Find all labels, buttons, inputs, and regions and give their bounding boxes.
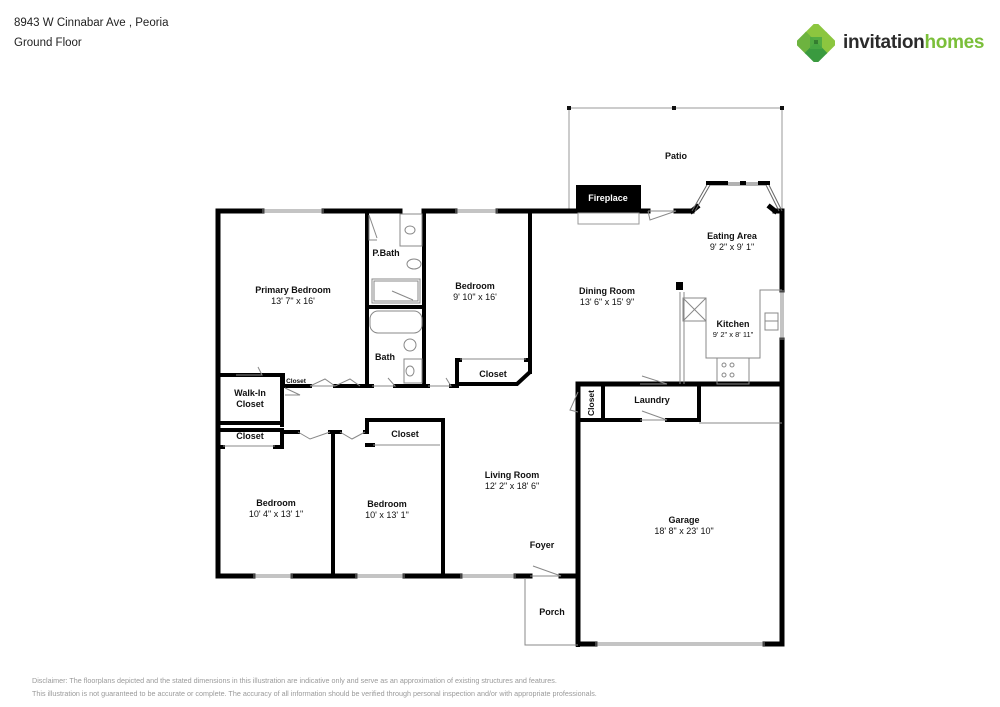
clover-house-logo-icon xyxy=(797,24,835,62)
bath-label: Bath xyxy=(375,352,395,362)
disclaimer: Disclaimer: The floorplans depicted and … xyxy=(32,674,597,700)
porch-label: Porch xyxy=(539,607,565,617)
primary-bedroom-dims: 13' 7" x 16' xyxy=(271,296,315,306)
interior-walls xyxy=(216,209,701,647)
fireplace-block xyxy=(576,185,641,213)
living-room-label: Living Room xyxy=(485,470,540,480)
bedroom-top-dims: 9' 10" x 16' xyxy=(453,292,497,302)
bedroom-top-label: Bedroom xyxy=(455,281,495,291)
disclaimer-line-1: Disclaimer: The floorplans depicted and … xyxy=(32,676,557,685)
foyer-label: Foyer xyxy=(530,540,555,550)
bedroom-left-label: Bedroom xyxy=(256,498,296,508)
property-header: 8943 W Cinnabar Ave , Peoria Ground Floo… xyxy=(14,13,169,53)
patio-label: Patio xyxy=(665,151,688,161)
eating-area-dims: 9' 2" x 9' 1" xyxy=(710,242,754,252)
garage-label: Garage xyxy=(668,515,699,525)
pbath-label: P.Bath xyxy=(372,248,399,258)
disclaimer-line-2: This illustration is not guaranteed to b… xyxy=(32,689,597,698)
primary-bedroom-label: Primary Bedroom xyxy=(255,285,331,295)
laundry-label: Laundry xyxy=(634,395,670,405)
fireplace-label: Fireplace xyxy=(588,193,628,203)
company-logo: invitationhomes xyxy=(797,24,985,62)
logo-wordmark: invitationhomes xyxy=(843,32,985,53)
living-room-dims: 12' 2" x 18' 6" xyxy=(485,481,539,491)
bedroom-mid-label: Bedroom xyxy=(367,499,407,509)
dining-room-label: Dining Room xyxy=(579,286,635,296)
bedroom-mid-dims: 10' x 13' 1" xyxy=(365,510,409,520)
kitchen-dims: 9' 2" x 8' 11" xyxy=(713,330,754,339)
closet-vertical-label: Closet xyxy=(586,390,596,416)
dining-room-dims: 13' 6" x 15' 9" xyxy=(580,297,634,307)
kitchen-label: Kitchen xyxy=(716,319,749,329)
property-address: 8943 W Cinnabar Ave , Peoria xyxy=(14,17,169,29)
eating-area-label: Eating Area xyxy=(707,231,758,241)
walk-in-closet-label-2: Closet xyxy=(236,399,264,409)
small-closet-label: Closet xyxy=(286,378,307,385)
garage-dims: 18' 8" x 23' 10" xyxy=(654,526,713,536)
closet-top-label: Closet xyxy=(479,369,507,379)
closet-left-label: Closet xyxy=(236,431,264,441)
exterior-walls xyxy=(215,203,785,647)
closet-mid-label: Closet xyxy=(391,429,419,439)
bedroom-left-dims: 10' 4" x 13' 1" xyxy=(249,509,303,519)
floor-label: Ground Floor xyxy=(14,37,82,49)
walk-in-closet-label-1: Walk-In xyxy=(234,388,266,398)
